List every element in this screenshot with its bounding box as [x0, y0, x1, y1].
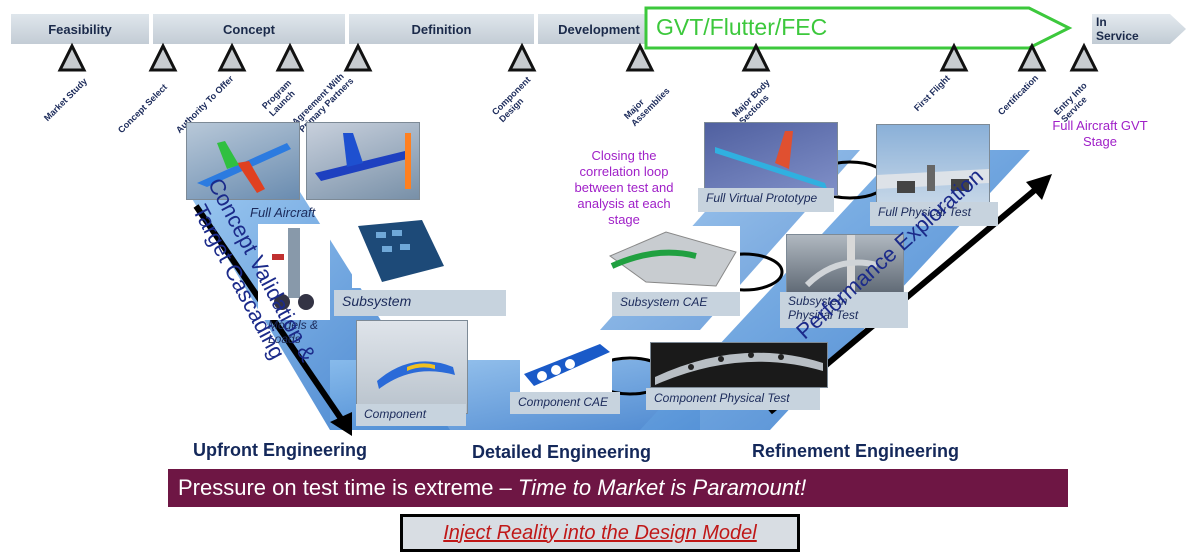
pressure-text: Pressure on test time is extreme –	[178, 475, 518, 500]
phase-label: Feasibility	[48, 21, 112, 37]
aircraft-icon	[315, 133, 411, 189]
caption-subsystem: Subsystem	[334, 290, 506, 316]
landing-gear-image	[258, 224, 330, 320]
phase-label: Definition	[411, 21, 472, 37]
caption-subsystem-physical-test: Subsystem Physical Test	[780, 292, 908, 328]
inject-reality-box: Inject Reality into the Design Model	[400, 514, 800, 552]
in-service-arrow-shape	[1092, 14, 1186, 44]
component-cae-image	[520, 334, 612, 394]
concept-validation-arrowhead	[330, 412, 352, 436]
panel-image	[352, 216, 448, 288]
phase-development: Development	[538, 14, 660, 44]
physical-aircraft-icon	[877, 165, 989, 193]
milestone-triangle	[507, 42, 537, 72]
phase-definition: Definition	[349, 14, 534, 44]
milestone-triangle	[1017, 42, 1047, 72]
milestone-markers	[57, 42, 1099, 72]
inject-reality-text: Inject Reality into the Design Model	[443, 521, 757, 544]
component-test-image	[650, 342, 828, 388]
caption-subsystem-cae: Subsystem CAE	[612, 292, 740, 316]
phase-concept: Concept	[153, 14, 345, 44]
gvt-banner-label: GVT/Flutter/FEC	[656, 14, 828, 40]
phase-feasibility: Feasibility	[11, 14, 149, 44]
phase-label: In Service	[1096, 15, 1139, 43]
full-gvt-stage-note: Full Aircraft GVT Stage	[1052, 118, 1148, 149]
virtual-aircraft-icon	[715, 131, 827, 189]
gvt-banner	[644, 6, 1073, 50]
caption-full-physical-test: Full Physical Test	[870, 202, 998, 226]
caption-component-cae: Component CAE	[510, 392, 620, 414]
full-aircraft-image-1	[186, 122, 300, 200]
milestone-triangle	[1069, 42, 1099, 72]
performance-arrowhead	[1026, 174, 1052, 200]
panel-icon	[358, 220, 444, 282]
milestone-triangle	[939, 42, 969, 72]
pressure-emphasis: Time to Market is Paramount!	[517, 475, 807, 500]
full-virtual-image	[704, 122, 838, 196]
upfront-engineering-title: Upfront Engineering	[193, 440, 367, 460]
caption-component: Component	[356, 404, 466, 426]
milestone-triangle	[343, 42, 373, 72]
phase-in-service: In Service	[1092, 14, 1162, 44]
milestone-triangle	[57, 42, 87, 72]
subsystem-cae-icon	[608, 231, 737, 287]
phase-label: Concept	[223, 21, 275, 37]
subsystem-cae-image	[606, 226, 740, 292]
refinement-engineering-title: Refinement Engineering	[752, 441, 960, 461]
aircraft-icon	[197, 141, 291, 193]
timeline-graphic	[1092, 14, 1186, 44]
pressure-banner: Pressure on test time is extreme – Time …	[168, 469, 1068, 507]
full-physical-image	[876, 124, 990, 208]
caption-full-virtual-prototype: Full Virtual Prototype	[698, 188, 834, 212]
component-test-icon	[655, 352, 823, 385]
component-cae-icon	[524, 344, 610, 386]
milestone-triangle	[625, 42, 655, 72]
component-fea-icon	[377, 361, 455, 389]
caption-component-physical-test: Component Physical Test	[646, 388, 820, 410]
caption-full-aircraft: Full Aircraft	[250, 205, 316, 220]
caption-models-loads: Models & Loads	[268, 318, 319, 346]
closing-loop-note: Closing the correlation loop between tes…	[574, 148, 674, 227]
landing-gear-icon	[272, 228, 314, 310]
detailed-engineering-title: Detailed Engineering	[472, 442, 652, 462]
component-image	[356, 320, 468, 414]
full-aircraft-image-2	[306, 122, 420, 200]
phase-label: Development	[558, 21, 640, 37]
milestone-triangle	[217, 42, 247, 72]
subsystem-test-icon	[804, 235, 878, 297]
milestone-triangle	[148, 42, 178, 72]
subsystem-test-image	[786, 234, 904, 298]
milestone-triangle	[741, 42, 771, 72]
milestone-triangle	[275, 42, 305, 72]
